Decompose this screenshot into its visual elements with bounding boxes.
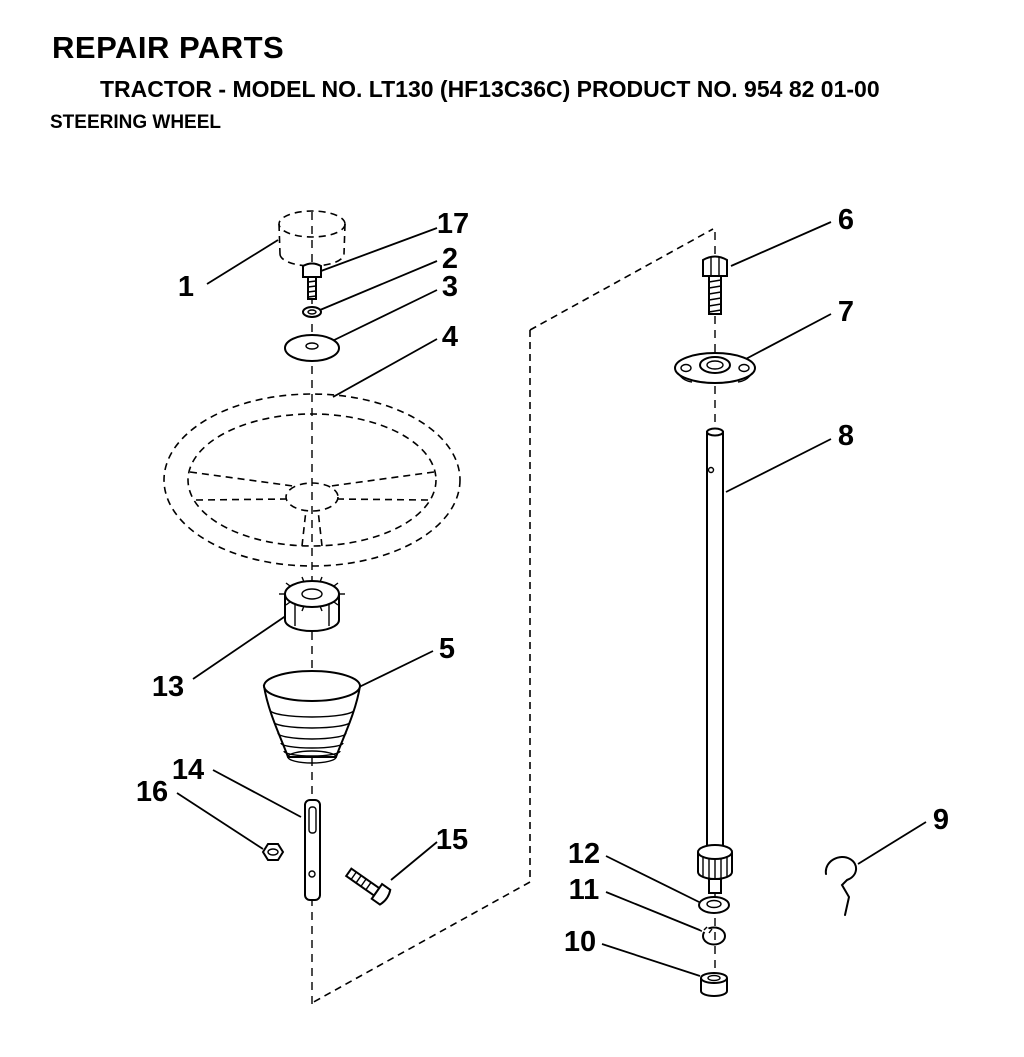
callout-15: 15: [436, 824, 468, 856]
part-retaining-ring: [699, 924, 726, 946]
part-steering-shaft: [697, 427, 733, 894]
page-title: REPAIR PARTS: [52, 30, 285, 65]
callout-6: 6: [838, 204, 854, 236]
part-steering-wheel: [163, 393, 461, 567]
part-bolt-lower: [344, 867, 392, 906]
callout-4: 4: [442, 321, 458, 353]
callout-labels: 1 17 2 3 4 13 5 14 16 15 6 7 8 12 11 10 …: [136, 204, 949, 958]
callout-12: 12: [568, 838, 600, 870]
callout-5: 5: [439, 633, 455, 665]
callout-10: 10: [564, 926, 596, 958]
callout-17: 17: [437, 208, 469, 240]
part-hex-bolt: [702, 255, 728, 315]
part-lock-washer: [302, 306, 322, 318]
part-shaft-extension: [304, 799, 321, 901]
part-flange-bearing: [674, 352, 756, 384]
callout-11: 11: [569, 874, 600, 906]
callout-3: 3: [442, 271, 458, 303]
model-subtitle: TRACTOR - MODEL NO. LT130 (HF13C36C) PRO…: [100, 76, 880, 102]
callout-14: 14: [172, 754, 204, 786]
callout-1: 1: [178, 271, 194, 303]
section-title: STEERING WHEEL: [50, 112, 222, 133]
callout-9: 9: [933, 804, 949, 836]
part-adapter: [279, 576, 345, 632]
callout-7: 7: [838, 296, 854, 328]
callout-8: 8: [838, 420, 854, 452]
part-washer-small: [698, 896, 730, 914]
callout-2: 2: [442, 243, 458, 275]
part-screw: [302, 262, 322, 300]
callout-13: 13: [152, 671, 184, 703]
part-clip: [824, 855, 857, 916]
part-bushing: [700, 972, 728, 997]
callout-16: 16: [136, 776, 168, 808]
part-washer-large: [284, 334, 340, 362]
part-nut: [261, 843, 285, 861]
leader-lines: [176, 221, 927, 977]
part-boot: [262, 670, 362, 764]
